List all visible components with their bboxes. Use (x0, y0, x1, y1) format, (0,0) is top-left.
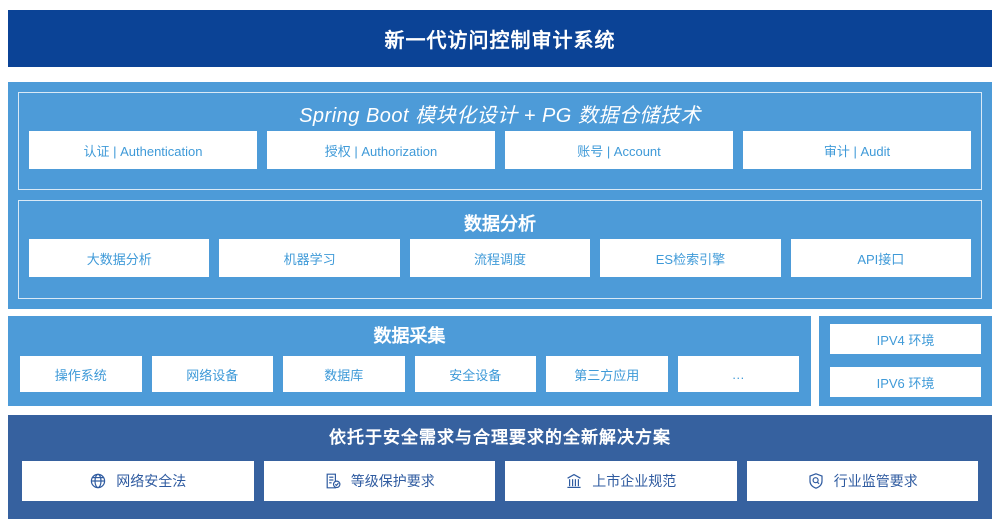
ipv6-chip[interactable]: IPV6 环境 (830, 367, 981, 397)
analysis-chip[interactable]: API接口 (790, 239, 972, 277)
framework-title: Spring Boot 模块化设计 + PG 数据仓储技术 (299, 105, 701, 127)
header-bar: 新一代访问控制审计系统 (8, 10, 992, 67)
compliance-chip-listed-company[interactable]: 上市企业规范 (505, 461, 737, 501)
analysis-chip[interactable]: 大数据分析 (29, 239, 210, 277)
page-title: 新一代访问控制审计系统 (384, 30, 616, 52)
collection-chip-more[interactable]: … (677, 356, 799, 392)
framework-chip[interactable]: 授权 | Authorization (267, 131, 495, 169)
framework-chip[interactable]: 认证 | Authentication (29, 131, 257, 169)
collection-chip[interactable]: 数据库 (283, 356, 405, 392)
framework-chip-row: 认证 | Authentication 授权 | Authorization 账… (29, 131, 971, 169)
compliance-chip-label: 上市企业规范 (592, 473, 677, 489)
analysis-title: 数据分析 (464, 214, 536, 234)
shield-search-icon (807, 472, 825, 490)
framework-chip[interactable]: 审计 | Audit (743, 131, 971, 169)
ipv-panel: IPV4 环境 IPV6 环境 (819, 316, 992, 406)
analysis-chip[interactable]: 机器学习 (219, 239, 400, 277)
compliance-chip-row: 网络安全法 等级保护要求 (8, 461, 992, 501)
collection-chip[interactable]: 安全设备 (414, 356, 536, 392)
framework-box: Spring Boot 模块化设计 + PG 数据仓储技术 认证 | Authe… (18, 92, 982, 190)
compliance-chip-cybersecurity-law[interactable]: 网络安全法 (22, 461, 254, 501)
compliance-panel: 依托于安全需求与合理要求的全新解决方案 网络安全法 (8, 415, 992, 519)
collection-chip[interactable]: 操作系统 (20, 356, 142, 392)
document-check-icon (324, 472, 342, 490)
ipv4-chip[interactable]: IPV4 环境 (830, 324, 981, 354)
analysis-chip-row: 大数据分析 机器学习 流程调度 ES检索引擎 API接口 (29, 239, 972, 277)
collection-chip[interactable]: 网络设备 (151, 356, 273, 392)
collection-panel: 数据采集 操作系统 网络设备 数据库 安全设备 第三方应用 … (8, 316, 811, 406)
compliance-title: 依托于安全需求与合理要求的全新解决方案 (329, 428, 671, 447)
analysis-chip[interactable]: 流程调度 (409, 239, 591, 277)
compliance-chip-industry-regulation[interactable]: 行业监管要求 (746, 461, 978, 501)
analysis-chip[interactable]: ES检索引擎 (600, 239, 781, 277)
globe-icon (89, 472, 107, 490)
framework-chip[interactable]: 账号 | Account (505, 131, 733, 169)
compliance-chip-mlps[interactable]: 等级保护要求 (263, 461, 495, 501)
collection-title: 数据采集 (373, 326, 446, 346)
collection-chip[interactable]: 第三方应用 (546, 356, 668, 392)
bank-building-icon (565, 472, 583, 490)
architecture-panel: Spring Boot 模块化设计 + PG 数据仓储技术 认证 | Authe… (8, 82, 992, 309)
analysis-box: 数据分析 大数据分析 机器学习 流程调度 ES检索引擎 API接口 (18, 200, 982, 299)
compliance-chip-label: 行业监管要求 (833, 473, 918, 489)
collection-chip-row: 操作系统 网络设备 数据库 安全设备 第三方应用 … (8, 356, 811, 406)
compliance-chip-label: 网络安全法 (116, 473, 187, 489)
compliance-chip-label: 等级保护要求 (350, 473, 435, 489)
